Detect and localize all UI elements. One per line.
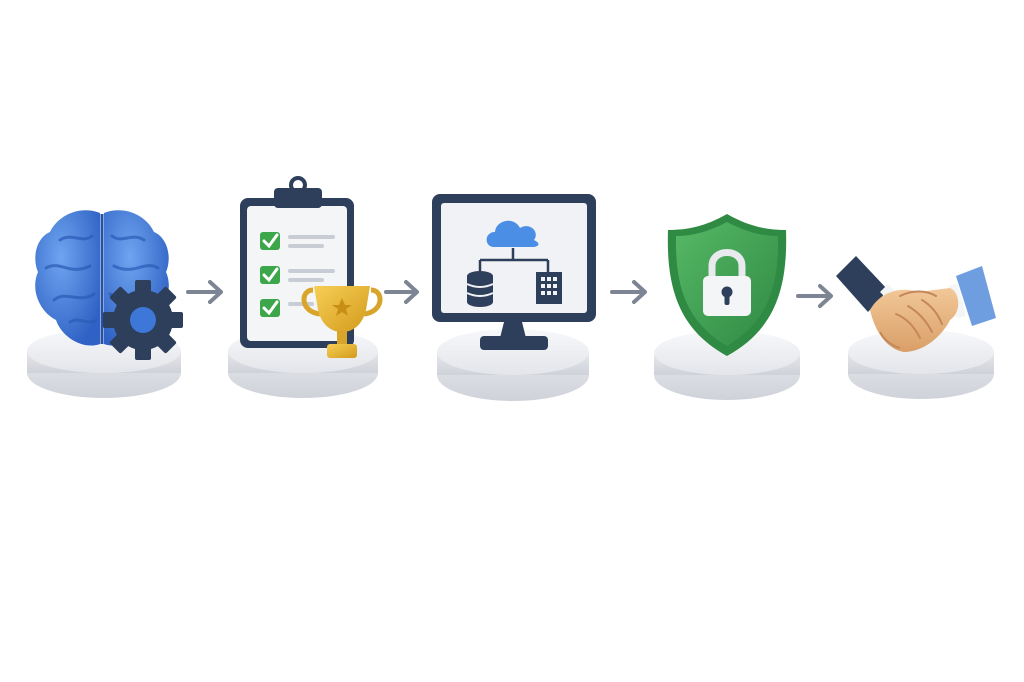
brain-gear-icon — [35, 210, 183, 360]
step-partnership — [836, 256, 996, 399]
pedestal-3 — [437, 329, 589, 401]
shield-lock-icon — [667, 214, 787, 356]
step-architecture — [432, 194, 596, 401]
pedestal-5 — [848, 330, 994, 399]
step-strategy — [27, 210, 183, 398]
monitor-cloud-icon — [432, 194, 596, 350]
handshake-icon — [836, 256, 996, 352]
arrow-right-icon — [384, 280, 419, 304]
step-requirements — [228, 176, 383, 398]
arrow-right-icon — [796, 284, 833, 308]
clipboard-trophy-icon — [240, 176, 383, 358]
arrow-right-icon — [186, 280, 223, 304]
step-security — [654, 214, 800, 400]
arrow-right-icon — [610, 280, 647, 304]
